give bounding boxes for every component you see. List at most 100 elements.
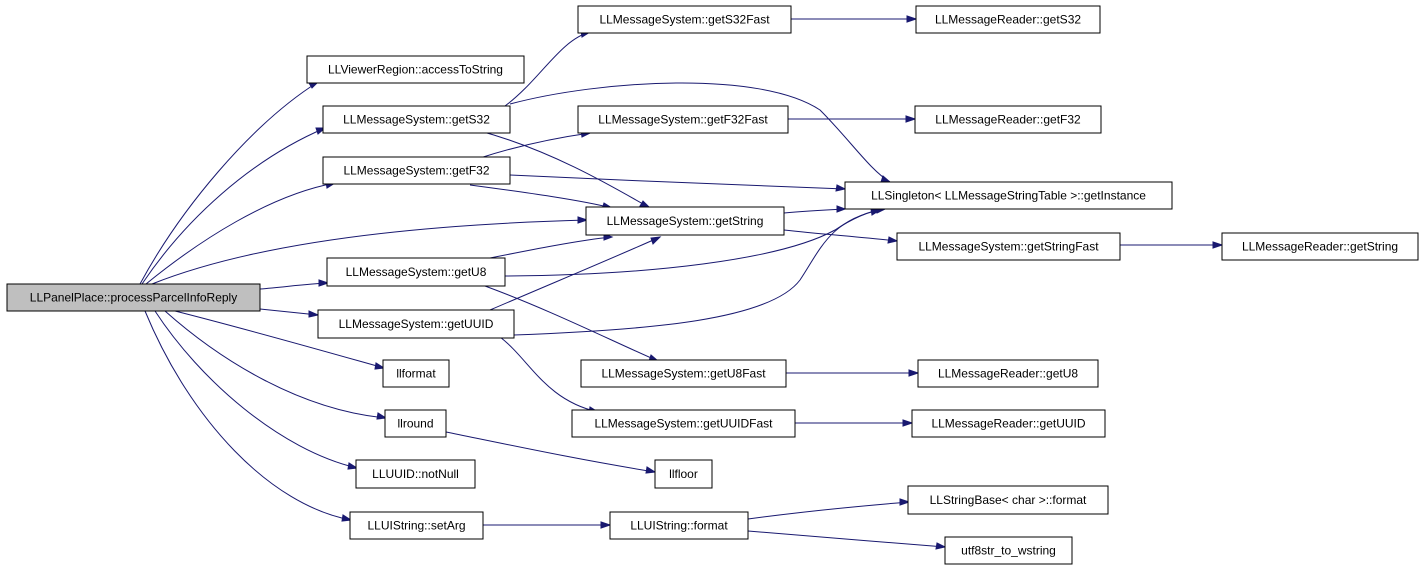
arrowhead xyxy=(1212,241,1224,249)
node-label: LLMessageSystem::getS32 xyxy=(343,113,490,127)
arrowhead xyxy=(835,184,847,192)
node-label: LLMessageSystem::getUUID xyxy=(339,317,494,331)
edge-getUUID-getString xyxy=(489,236,661,311)
node-label: LLMessageSystem::getF32 xyxy=(343,164,489,178)
node-getS32Fast[interactable]: LLMessageSystem::getS32Fast xyxy=(577,5,792,34)
arrowhead xyxy=(836,205,847,213)
node-uiFormat[interactable]: LLUIString::format xyxy=(609,511,749,540)
edge-getUUID-getUUIDFast xyxy=(499,336,599,413)
edge-getS32-singleton xyxy=(509,82,891,183)
edge-uiFormat-strFormat xyxy=(747,501,910,520)
edge-getString-singleton xyxy=(783,208,846,214)
node-label: LLMessageSystem::getStringFast xyxy=(918,240,1099,254)
node-getF32Fast[interactable]: LLMessageSystem::getF32Fast xyxy=(577,105,789,134)
node-getUUID[interactable]: LLMessageSystem::getUUID xyxy=(317,309,515,339)
node-label: LLUIString::setArg xyxy=(367,519,465,533)
node-setArg[interactable]: LLUIString::setArg xyxy=(349,511,484,540)
edge-getU8-getU8Fast xyxy=(484,285,659,362)
edge-uiFormat-utf8 xyxy=(747,530,946,548)
node-accessToString[interactable]: LLViewerRegion::accessToString xyxy=(306,55,525,84)
node-utf8[interactable]: utf8str_to_wstring xyxy=(944,536,1073,565)
edge-root-getString xyxy=(151,219,588,285)
arrowhead xyxy=(899,498,911,506)
node-label: LLMessageSystem::getUUIDFast xyxy=(594,417,773,431)
node-getU8Fast[interactable]: LLMessageSystem::getU8Fast xyxy=(580,359,787,388)
arrowhead xyxy=(318,279,330,287)
node-label: LLViewerRegion::accessToString xyxy=(328,63,503,77)
node-getStringFast[interactable]: LLMessageSystem::getStringFast xyxy=(896,232,1121,261)
node-label: LLStringBase< char >::format xyxy=(930,493,1087,507)
edge-getUUID-singleton xyxy=(513,209,881,336)
edge-root-getS32 xyxy=(141,127,326,285)
node-label: LLSingleton< LLMessageStringTable >::get… xyxy=(871,189,1146,203)
arrowhead xyxy=(905,115,917,123)
node-llformat[interactable]: llformat xyxy=(382,359,450,388)
edge-root-getF32 xyxy=(145,182,336,285)
edge-root-setArg xyxy=(144,310,352,521)
node-readerF32[interactable]: LLMessageReader::getF32 xyxy=(914,105,1102,134)
arrowhead xyxy=(376,412,388,420)
node-label: LLMessageSystem::getS32Fast xyxy=(599,13,770,27)
node-label: LLMessageSystem::getString xyxy=(607,214,764,228)
edge-getF32-getF32Fast xyxy=(479,132,591,159)
node-label: utf8str_to_wstring xyxy=(961,544,1056,558)
arrowhead xyxy=(347,462,359,470)
arrowhead xyxy=(577,216,589,224)
node-label: LLPanelPlace::processParcelInfoReply xyxy=(30,291,237,305)
arrowhead xyxy=(650,236,662,245)
edge-root-llformat xyxy=(174,310,385,369)
edge-root-llround xyxy=(164,310,387,419)
node-getUUIDFast[interactable]: LLMessageSystem::getUUIDFast xyxy=(571,409,796,438)
edge-llround-llfloor xyxy=(445,431,656,473)
arrowhead xyxy=(902,419,914,427)
node-readerUUID[interactable]: LLMessageReader::getUUID xyxy=(911,409,1106,438)
node-label: LLMessageReader::getString xyxy=(1242,240,1398,254)
node-llround[interactable]: llround xyxy=(384,409,447,438)
arrowhead xyxy=(600,521,612,529)
node-getString[interactable]: LLMessageSystem::getString xyxy=(585,206,785,236)
edge-root-notNull xyxy=(154,310,358,469)
node-label: LLMessageSystem::getU8Fast xyxy=(601,367,766,381)
edges xyxy=(139,15,1224,550)
node-label: LLUIString::format xyxy=(630,519,728,533)
edge-getF32-getString xyxy=(469,184,613,209)
arrowhead xyxy=(341,514,353,522)
node-llfloor[interactable]: llfloor xyxy=(654,459,713,489)
node-label: LLMessageReader::getU8 xyxy=(938,367,1078,381)
node-label: LLMessageReader::getS32 xyxy=(935,13,1081,27)
node-getF32[interactable]: LLMessageSystem::getF32 xyxy=(322,156,511,185)
nodes: LLPanelPlace::processParcelInfoReply LLV… xyxy=(6,5,1419,565)
arrowhead xyxy=(880,175,892,183)
node-notNull[interactable]: LLUUID::notNull xyxy=(355,459,476,489)
node-label: llfloor xyxy=(669,467,698,481)
node-readerU8[interactable]: LLMessageReader::getU8 xyxy=(917,359,1099,388)
node-root: LLPanelPlace::processParcelInfoReply xyxy=(6,283,261,312)
node-readerString[interactable]: LLMessageReader::getString xyxy=(1221,232,1419,261)
node-label: llformat xyxy=(396,367,436,381)
arrowhead xyxy=(908,369,920,377)
edge-getU8-getString xyxy=(479,236,613,261)
node-strFormat[interactable]: LLStringBase< char >::format xyxy=(907,485,1109,515)
edge-getString-getStringFast xyxy=(783,229,898,242)
arrowhead xyxy=(645,466,657,474)
edge-getS32-getString xyxy=(479,130,651,209)
node-label: LLMessageReader::getF32 xyxy=(935,113,1081,127)
arrowhead xyxy=(906,15,918,23)
edge-root-getU8 xyxy=(259,282,329,290)
node-readerS32[interactable]: LLMessageReader::getS32 xyxy=(915,5,1101,34)
edge-root-access xyxy=(139,81,319,285)
edge-getS32-getS32Fast xyxy=(504,31,591,107)
node-label: LLMessageSystem::getU8 xyxy=(346,265,487,279)
arrowhead xyxy=(308,310,320,318)
arrowhead xyxy=(935,542,947,550)
node-label: LLMessageSystem::getF32Fast xyxy=(598,113,768,127)
node-getS32[interactable]: LLMessageSystem::getS32 xyxy=(322,105,511,134)
edge-getF32-singleton xyxy=(509,174,846,190)
node-label: llround xyxy=(397,417,433,431)
node-label: LLUUID::notNull xyxy=(372,467,459,481)
node-label: LLMessageReader::getUUID xyxy=(931,417,1085,431)
node-getU8[interactable]: LLMessageSystem::getU8 xyxy=(326,257,506,287)
arrowhead xyxy=(887,236,899,244)
node-singleton[interactable]: LLSingleton< LLMessageStringTable >::get… xyxy=(844,181,1173,210)
